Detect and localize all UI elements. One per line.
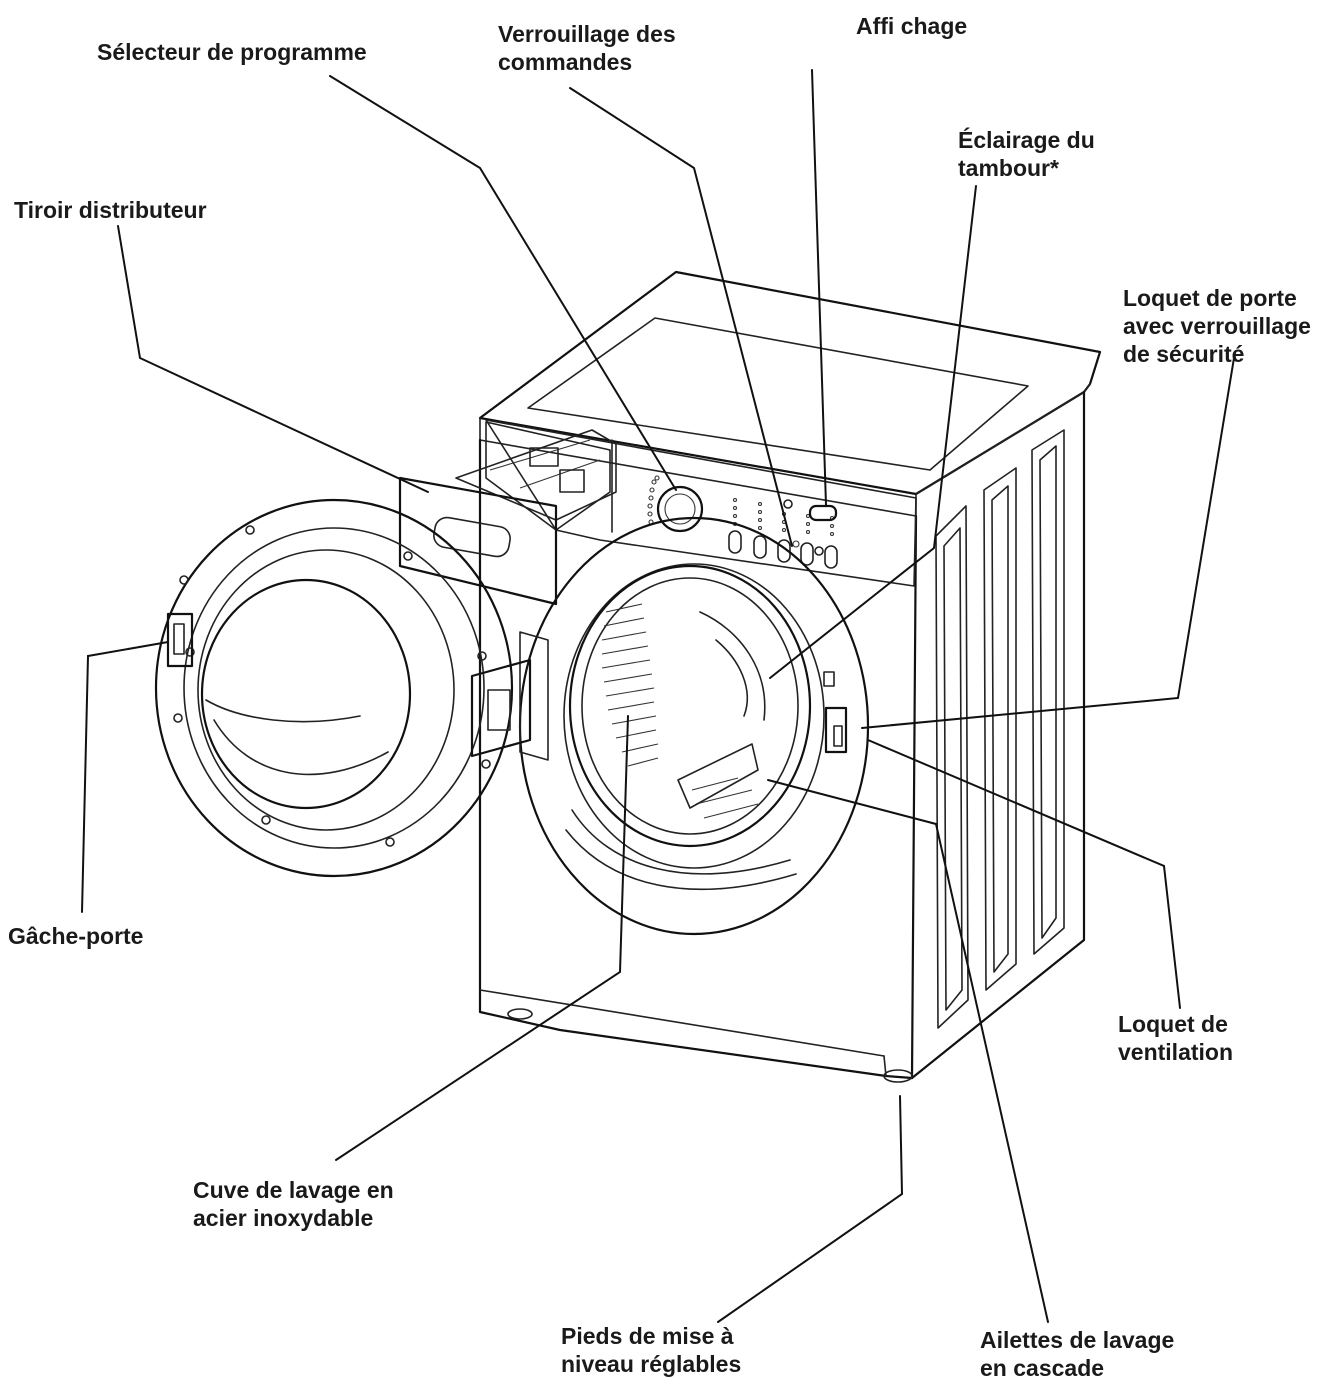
label-wash-tub: Cuve de lavage en acier inoxydable	[193, 1176, 394, 1232]
drum-opening	[518, 516, 870, 936]
label-drum-light-line1: Éclairage du	[958, 127, 1095, 153]
label-leveling-feet-line1: Pieds de mise à	[561, 1323, 734, 1349]
label-display: Affi chage	[856, 12, 967, 40]
cabinet-side	[910, 390, 1086, 1080]
open-door	[154, 498, 532, 878]
label-wash-paddles-line1: Ailettes de lavage	[980, 1327, 1175, 1353]
control-buttons	[728, 499, 838, 569]
label-door-latch-line3: de sécurité	[1123, 341, 1245, 367]
door-strike	[166, 612, 194, 668]
label-control-lock-line2: commandes	[498, 49, 633, 75]
label-door-latch: Loquet de porte avec verrouillage de séc…	[1123, 284, 1311, 368]
control-panel	[485, 419, 917, 587]
dispenser-drawer	[398, 421, 617, 606]
label-door-strike-line: Gâche-porte	[8, 923, 144, 949]
leader-lines	[81, 69, 1235, 1323]
label-wash-tub-line1: Cuve de lavage en	[193, 1177, 394, 1203]
door-latch-part	[824, 706, 848, 754]
label-dispenser-drawer: Tiroir distributeur	[14, 196, 207, 224]
label-program-selector-line: Sélecteur de programme	[97, 39, 367, 65]
program-selector-knob	[656, 485, 704, 533]
label-program-selector: Sélecteur de programme	[97, 38, 367, 66]
label-leveling-feet-line2: niveau réglables	[561, 1351, 742, 1377]
label-control-lock: Verrouillage des commandes	[498, 20, 676, 76]
label-vent-latch-line2: ventilation	[1118, 1039, 1234, 1065]
label-drum-light: Éclairage du tambour*	[958, 126, 1095, 182]
label-door-latch-line2: avec verrouillage	[1123, 313, 1311, 339]
label-control-lock-line1: Verrouillage des	[498, 21, 676, 47]
label-wash-paddles: Ailettes de lavage en cascade	[980, 1326, 1174, 1382]
display-window	[808, 504, 838, 522]
label-display-line: Affi chage	[856, 13, 968, 39]
label-drum-light-line2: tambour*	[958, 155, 1059, 181]
cabinet-top	[478, 270, 1102, 517]
label-wash-tub-line2: acier inoxydable	[193, 1205, 374, 1231]
label-wash-paddles-line2: en cascade	[980, 1355, 1105, 1381]
cabinet-front	[478, 438, 914, 1083]
label-door-latch-line1: Loquet de porte	[1123, 285, 1297, 311]
label-vent-latch-line1: Loquet de	[1118, 1011, 1228, 1037]
label-door-strike: Gâche-porte	[8, 922, 143, 950]
label-vent-latch: Loquet de ventilation	[1118, 1010, 1233, 1066]
label-dispenser-drawer-line: Tiroir distributeur	[14, 197, 207, 223]
label-leveling-feet: Pieds de mise à niveau réglables	[561, 1322, 741, 1378]
